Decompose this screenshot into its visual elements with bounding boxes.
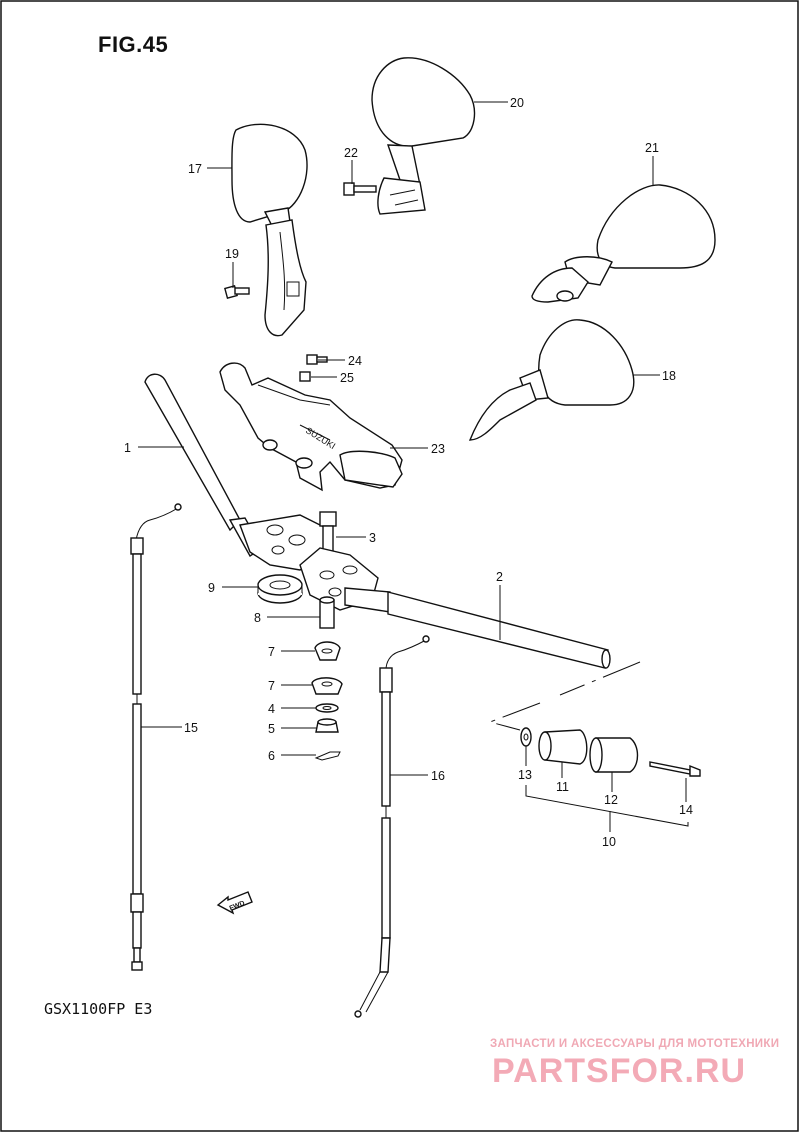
- callout-23: 23: [431, 442, 445, 456]
- model-code: GSX1100FP E3: [44, 1000, 153, 1018]
- callout-9: 9: [208, 581, 215, 595]
- callout-21: 21: [645, 141, 659, 155]
- part-14-screw: [649, 761, 701, 777]
- part-16-throttle-cable: [354, 635, 430, 1018]
- callout-14: 14: [679, 803, 693, 817]
- part-1-left-handlebar: [144, 373, 331, 571]
- part-20-mirror-housing: [371, 57, 476, 215]
- callout-22: 22: [344, 146, 358, 160]
- callout-4: 4: [268, 702, 275, 716]
- figure-title: FIG.45: [98, 32, 169, 57]
- part-23-handlebar-holder: SUZUKI: [219, 362, 403, 492]
- callout-17: 17: [188, 162, 202, 176]
- part-7-grommet-b: [311, 677, 343, 695]
- part-6-cotter-pin: [314, 751, 341, 761]
- callout-5: 5: [268, 722, 275, 736]
- part-21-right-mirror: [531, 184, 716, 303]
- part-19-bolt: [224, 285, 250, 299]
- callout-12: 12: [604, 793, 618, 807]
- part-18-mirror: [468, 319, 635, 441]
- part-2-right-handlebar: [299, 547, 611, 669]
- part-13-washer: [520, 727, 532, 747]
- callout-numbers: 17 19 20 22 21 18 24 25 23 1 3 2 9 8 7 7…: [124, 96, 693, 849]
- callout-15: 15: [184, 721, 198, 735]
- part-15-throttle-cable: [130, 503, 182, 971]
- callout-25: 25: [340, 371, 354, 385]
- fwd-direction-arrow: FWD: [216, 891, 253, 915]
- callout-20: 20: [510, 96, 524, 110]
- watermark-logo: PARTSFOR.RU: [492, 1052, 747, 1090]
- part-22-bolt: [343, 182, 377, 196]
- callout-18: 18: [662, 369, 676, 383]
- callout-2: 2: [496, 570, 503, 584]
- callout-19: 19: [225, 247, 239, 261]
- callout-10: 10: [602, 835, 616, 849]
- part-9-rubber-ring: [257, 574, 303, 604]
- callout-7a: 7: [268, 645, 275, 659]
- part-12-balancer: [589, 737, 639, 773]
- part-8-collar: [319, 596, 335, 629]
- part-25-nut: [299, 371, 311, 382]
- callout-1: 1: [124, 441, 131, 455]
- part-5-nut: [315, 718, 339, 733]
- part-17-left-mirror: [231, 123, 308, 337]
- callout-11: 11: [556, 780, 569, 794]
- part-11-balancer: [538, 729, 588, 765]
- callout-8: 8: [254, 611, 261, 625]
- callout-3: 3: [369, 531, 376, 545]
- part-7-grommet-a: [314, 641, 341, 661]
- watermark-caption: ЗАПЧАСТИ И АКСЕССУАРЫ ДЛЯ МОТОТЕХНИКИ: [490, 1038, 780, 1050]
- callout-6: 6: [268, 749, 275, 763]
- leader-lines: [138, 101, 687, 802]
- callout-13: 13: [518, 768, 532, 782]
- callout-7b: 7: [268, 679, 275, 693]
- callout-24: 24: [348, 354, 362, 368]
- callout-16: 16: [431, 769, 445, 783]
- part-4-washer: [315, 703, 339, 713]
